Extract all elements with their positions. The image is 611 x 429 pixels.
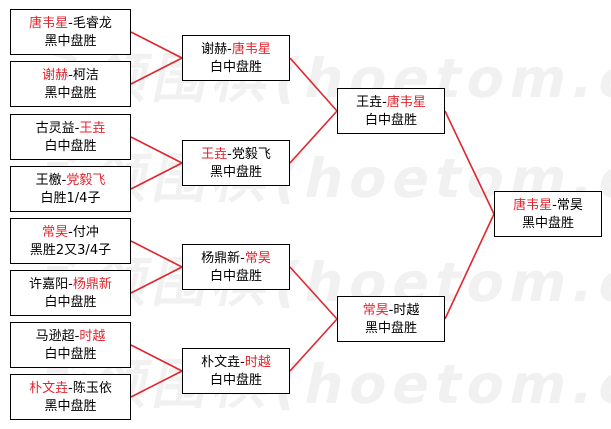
match-round3-2: 常昊-时越 黑中盘胜 <box>337 296 445 342</box>
match-result: 白中盘胜 <box>44 139 97 154</box>
player-1-name: 杨鼎新 <box>201 251 241 266</box>
player-2-name: 常昊 <box>244 251 271 266</box>
match-players: 常昊-时越 <box>362 303 420 318</box>
player-1-name: 王垚 <box>201 147 228 162</box>
match-players: 马逊超-时越 <box>35 329 106 344</box>
player-2-name: 党毅飞 <box>66 173 106 188</box>
match-result: 白中盘胜 <box>209 269 262 284</box>
match-round3-1: 王垚-唐韦星 白中盘胜 <box>337 88 445 134</box>
bracket-connector <box>130 240 183 268</box>
player-2-name: 党毅飞 <box>231 147 271 162</box>
match-result: 黑中盘胜 <box>44 34 97 49</box>
match-result: 黑中盘胜 <box>44 399 97 414</box>
match-players: 常昊-付冲 <box>42 225 99 240</box>
player-2-name: 毛睿龙 <box>72 16 112 31</box>
player-1-name: 王檄 <box>35 173 62 188</box>
match-result: 白中盘胜 <box>209 60 262 75</box>
match-players: 王垚-党毅飞 <box>201 147 271 162</box>
match-result: 白胜1/4子 <box>40 191 101 206</box>
match-round2-1: 谢赫-唐韦星 白中盘胜 <box>182 35 290 81</box>
match-round2-3: 杨鼎新-常昊 白中盘胜 <box>182 244 290 290</box>
player-2-name: 时越 <box>393 303 420 318</box>
player-1-name: 王垚 <box>356 95 383 110</box>
bracket-connector <box>130 31 183 59</box>
bracket-connector <box>444 110 495 215</box>
player-2-name: 唐韦星 <box>386 95 426 110</box>
match-result: 黑中盘胜 <box>44 86 97 101</box>
match-round1-6: 许嘉阳-杨鼎新 白中盘胜 <box>10 270 131 316</box>
player-1-name: 朴文垚 <box>29 381 69 396</box>
match-players: 王垚-唐韦星 <box>356 95 426 110</box>
player-2-name: 时越 <box>244 355 271 370</box>
match-round1-7: 马逊超-时越 白中盘胜 <box>10 322 131 368</box>
bracket-connector <box>130 136 183 164</box>
match-result: 白中盘胜 <box>364 113 417 128</box>
player-2-name: 陈玉依 <box>72 381 112 396</box>
player-1-name: 常昊 <box>362 303 389 318</box>
bracket-connector <box>289 266 338 320</box>
match-players: 唐韦星-毛睿龙 <box>29 16 112 31</box>
match-round1-5: 常昊-付冲 黑胜2又3/4子 <box>10 218 131 264</box>
match-players: 古灵益-王垚 <box>35 121 106 136</box>
player-2-name: 付冲 <box>72 225 99 240</box>
match-players: 谢赫-唐韦星 <box>201 42 271 57</box>
bracket-connector <box>289 110 338 164</box>
player-2-name: 杨鼎新 <box>72 277 112 292</box>
match-players: 朴文垚-陈玉依 <box>29 381 112 396</box>
bracket-connector <box>289 318 338 372</box>
match-result: 黑中盘胜 <box>364 321 417 336</box>
bracket-connector <box>289 57 338 112</box>
bracket-connector <box>130 162 183 190</box>
match-players: 许嘉阳-杨鼎新 <box>29 277 112 292</box>
player-1-name: 古灵益 <box>35 121 75 136</box>
player-1-name: 许嘉阳 <box>29 277 69 292</box>
match-round1-8: 朴文垚-陈玉依 黑中盘胜 <box>10 374 131 420</box>
player-1-name: 马逊超 <box>35 329 75 344</box>
match-players: 杨鼎新-常昊 <box>201 251 271 266</box>
bracket-connector <box>130 266 183 294</box>
match-result: 黑中盘胜 <box>521 216 574 231</box>
player-2-name: 常昊 <box>556 198 583 213</box>
match-players: 王檄-党毅飞 <box>35 173 106 188</box>
match-result: 白中盘胜 <box>44 347 97 362</box>
match-result: 黑胜2又3/4子 <box>29 243 112 258</box>
match-round1-3: 古灵益-王垚 白中盘胜 <box>10 114 131 160</box>
player-1-name: 谢赫 <box>201 42 228 57</box>
match-result: 白中盘胜 <box>209 373 262 388</box>
bracket-connector <box>130 57 183 85</box>
bracket-connector <box>130 370 183 398</box>
match-round1-1: 唐韦星-毛睿龙 黑中盘胜 <box>10 9 131 55</box>
player-1-name: 谢赫 <box>42 68 69 83</box>
match-round1-4: 王檄-党毅飞 白胜1/4子 <box>10 166 131 212</box>
match-round2-4: 朴文垚-时越 白中盘胜 <box>182 348 290 394</box>
player-2-name: 唐韦星 <box>231 42 271 57</box>
match-round1-2: 谢赫-柯洁 黑中盘胜 <box>10 61 131 107</box>
player-1-name: 唐韦星 <box>29 16 69 31</box>
player-1-name: 朴文垚 <box>201 355 241 370</box>
match-result: 白中盘胜 <box>44 295 97 310</box>
match-players: 谢赫-柯洁 <box>42 68 99 83</box>
bracket-connector <box>130 344 183 372</box>
bracket-connector <box>444 213 495 320</box>
player-1-name: 唐韦星 <box>513 198 553 213</box>
player-2-name: 柯洁 <box>72 68 99 83</box>
match-final: 唐韦星-常昊 黑中盘胜 <box>494 191 602 237</box>
match-players: 唐韦星-常昊 <box>513 198 583 213</box>
player-2-name: 王垚 <box>79 121 106 136</box>
match-result: 黑中盘胜 <box>209 165 262 180</box>
player-1-name: 常昊 <box>42 225 69 240</box>
player-2-name: 时越 <box>79 329 106 344</box>
match-round2-2: 王垚-党毅飞 黑中盘胜 <box>182 140 290 186</box>
match-players: 朴文垚-时越 <box>201 355 271 370</box>
